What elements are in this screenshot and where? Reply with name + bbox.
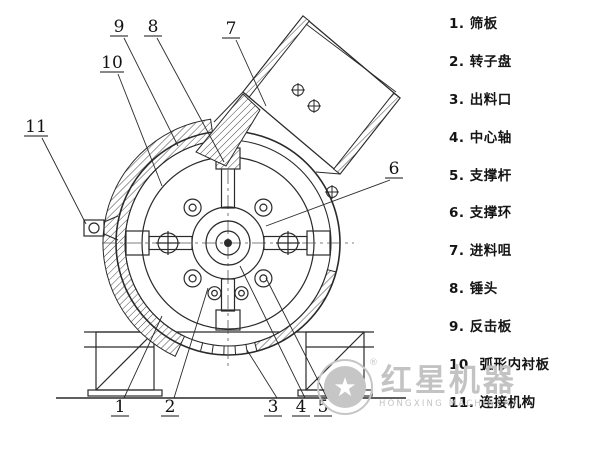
rim-bolt [325, 185, 339, 199]
arm-bolt-left [156, 231, 180, 255]
callout-1: 1 [115, 397, 126, 417]
legend-item-5: 5. 支撑杆 [449, 167, 512, 184]
sieve-plate-ticks [200, 342, 248, 355]
legend-item-1: 1. 筛板 [449, 16, 498, 32]
base-frame [56, 331, 406, 399]
legend-item-4: 4. 中心轴 [449, 129, 512, 146]
rotor-disc-bolts [183, 198, 273, 301]
callout-9: 9 [114, 17, 125, 37]
callout-6: 6 [389, 159, 400, 179]
legend-item-8: 8. 锤头 [449, 281, 498, 298]
legend-item-2: 2. 转子盘 [449, 53, 512, 70]
legend-item-6: 6. 支撑环 [449, 205, 512, 222]
legend-item-3: 3. 出料口 [449, 91, 512, 108]
legend-item-10: 10. 弧形内衬板 [449, 356, 550, 373]
callout-4: 4 [296, 397, 307, 417]
connecting-bracket [83, 215, 119, 241]
callout-7: 7 [226, 19, 237, 39]
callout-11: 11 [25, 117, 47, 137]
arm-bolt-right [276, 231, 300, 255]
leader-lines [41, 37, 391, 399]
legend-item-11: 11. 连接机构 [449, 394, 536, 411]
callout-underlines [24, 35, 403, 417]
legend-item-7: 7. 进料咀 [449, 243, 512, 260]
callout-8: 8 [148, 17, 159, 37]
legend-list: 1. 筛板 2. 转子盘 3. 出料口 4. 中心轴 5. 支撑杆 6. 支撑环… [449, 16, 599, 412]
callout-5: 5 [318, 397, 329, 417]
feed-chute [213, 15, 401, 175]
impact-plate [195, 93, 261, 167]
callout-10: 10 [101, 53, 123, 73]
chute-bolts [291, 83, 321, 113]
legend-item-9: 9. 反击板 [449, 319, 512, 335]
callout-3: 3 [268, 397, 279, 417]
callout-2: 2 [165, 397, 176, 417]
